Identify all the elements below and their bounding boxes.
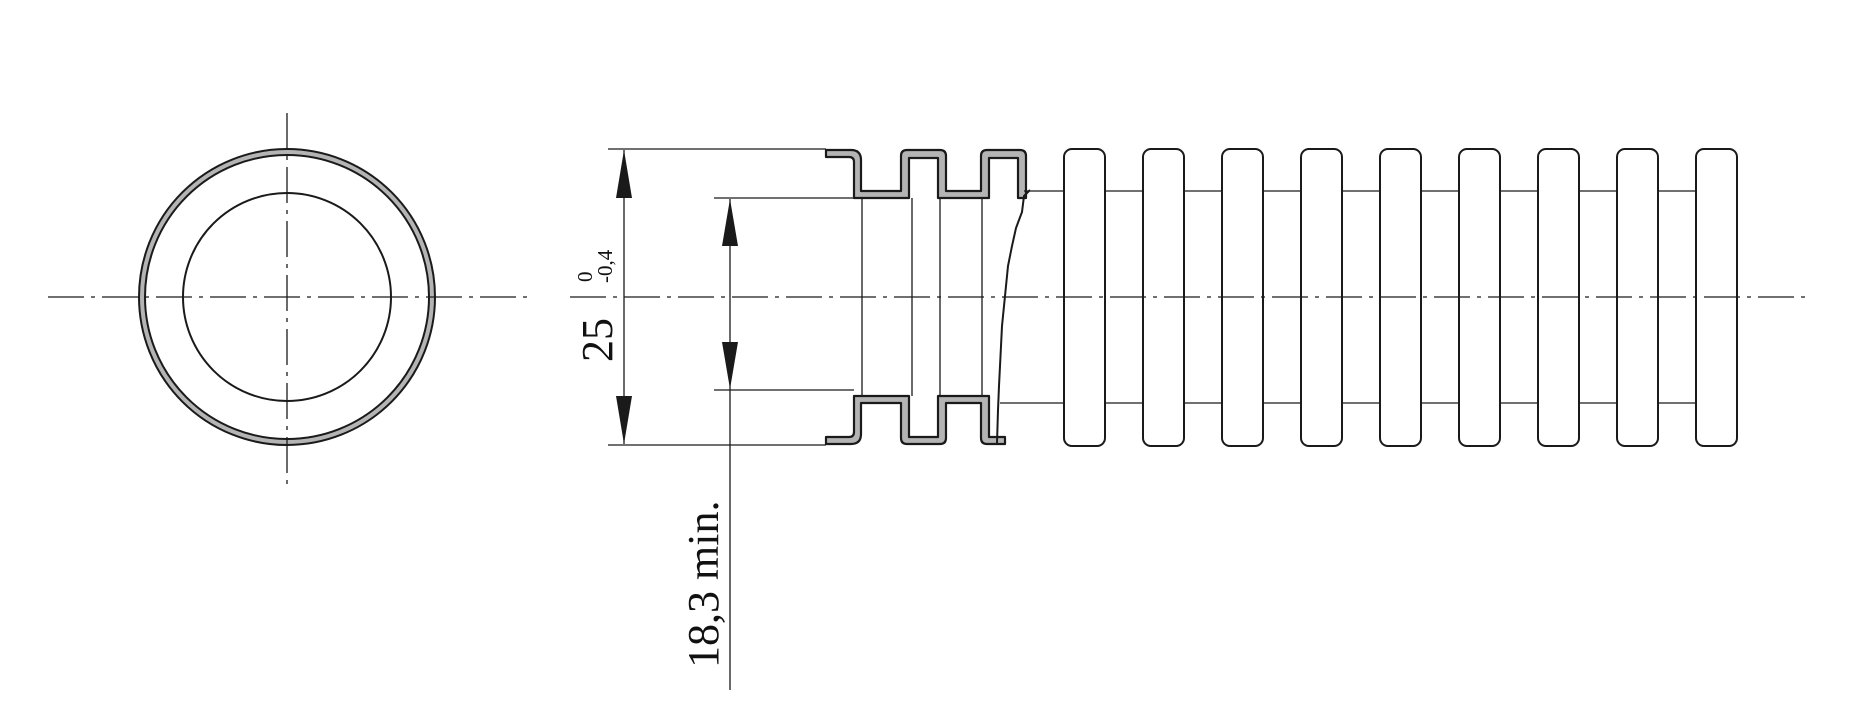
tolerance-upper-label: 0	[573, 272, 597, 283]
corrugation-rib	[1537, 148, 1580, 447]
corrugation-rib	[1458, 148, 1501, 447]
dimension-inner-diameter	[714, 197, 854, 690]
corrugation-valleys	[1105, 190, 1696, 404]
arrowhead-down	[616, 396, 632, 444]
corrugation-rib	[1379, 148, 1422, 447]
side-view	[570, 148, 1805, 447]
section-wall-top	[824, 148, 1028, 200]
dimension-outer-diameter	[608, 148, 826, 446]
arrowhead-up	[616, 150, 632, 198]
corrugation-rib	[1221, 148, 1264, 447]
inner-arrowhead-down	[722, 342, 738, 389]
inner-diameter-label: 18,3 min.	[679, 501, 728, 668]
corrugation-rib	[1695, 148, 1738, 447]
corrugation-ribs	[1063, 148, 1738, 447]
inner-arrowhead-up	[722, 199, 738, 246]
cross-section-view	[48, 113, 530, 487]
outer-diameter-label: 25	[573, 318, 622, 362]
break-line	[996, 189, 1031, 444]
tolerance-lower-label: -0,4	[593, 249, 617, 283]
corrugation-rib	[1616, 148, 1659, 447]
corrugation-rib	[1300, 148, 1343, 447]
corrugation-rib	[1063, 148, 1106, 447]
corrugation-rib	[1142, 148, 1185, 447]
section-wall-bottom	[824, 394, 1007, 446]
